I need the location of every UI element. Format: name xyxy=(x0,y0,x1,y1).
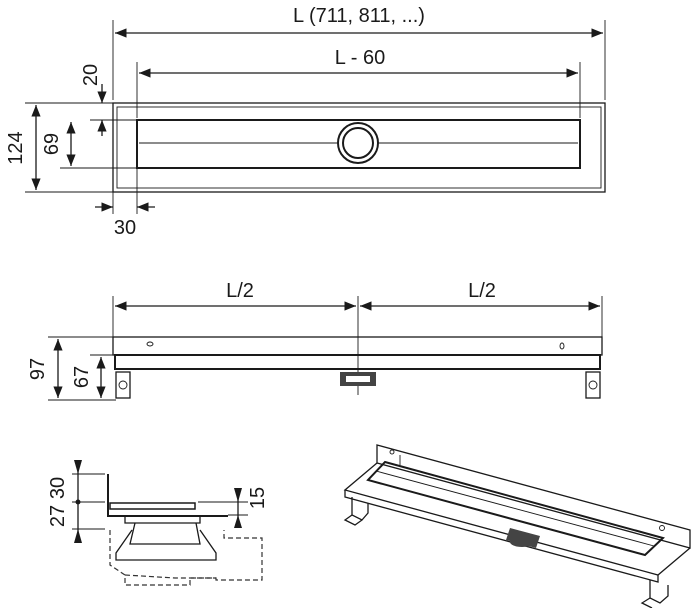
upper-height-label: 30 xyxy=(47,477,69,499)
right-foot xyxy=(585,371,601,399)
total-height-label: 97 xyxy=(27,358,49,380)
side-view: L/2 L/2 97 67 xyxy=(27,280,603,401)
lower-height-label: 27 xyxy=(47,505,69,527)
total-width-label: 124 xyxy=(5,131,27,164)
top-view: L (711, 811, ...) L - 60 20 124 69 30 xyxy=(5,5,606,239)
drain-outer-frame xyxy=(112,102,606,193)
section-view: 30 27 15 xyxy=(47,460,269,586)
half-length-left-label: L/2 xyxy=(226,280,254,302)
side-offset-label: 30 xyxy=(114,217,136,239)
isometric-view xyxy=(343,444,691,608)
body-height-label: 67 xyxy=(71,366,93,388)
channel-width-label: 69 xyxy=(41,133,63,155)
length-label: L (711, 811, ...) xyxy=(293,5,425,27)
inner-length-label: L - 60 xyxy=(335,47,385,69)
drain-channel xyxy=(136,119,581,169)
edge-offset-label: 20 xyxy=(80,64,102,86)
half-length-right-label: L/2 xyxy=(468,280,496,302)
grate-height-label: 15 xyxy=(247,487,269,509)
left-foot xyxy=(115,371,131,399)
drain-body-side xyxy=(112,336,603,356)
